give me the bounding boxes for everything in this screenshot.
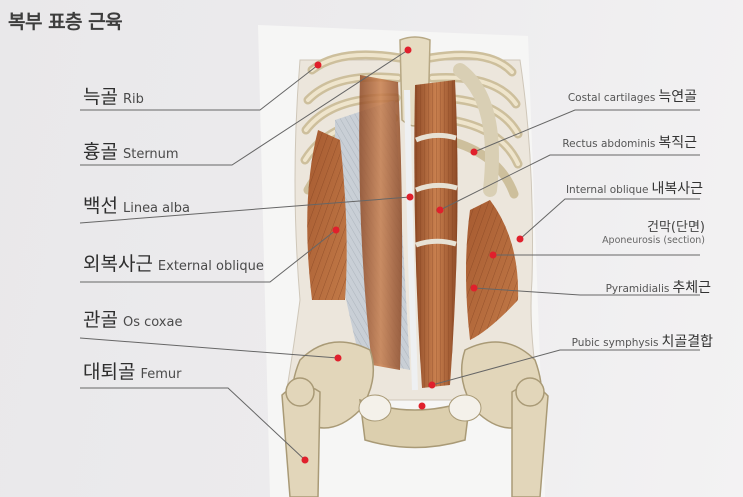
- label-rectus-abdominis-en: Rectus abdominis: [562, 138, 656, 150]
- label-costal-cartilages-ko: 늑연골: [658, 89, 697, 105]
- leader-lines-left: [79, 49, 411, 461]
- label-femur-ko: 대퇴골: [83, 361, 136, 383]
- label-sternum-en: Sternum: [122, 147, 179, 162]
- label-pubic-symphysis-ko: 치골결합: [661, 334, 713, 350]
- label-rib: 늑골 Rib: [83, 82, 144, 109]
- label-markers: [301, 46, 524, 464]
- label-os-coxae: 관골 Os coxae: [83, 305, 182, 332]
- label-sternum: 흉골 Sternum: [83, 137, 179, 164]
- label-external-oblique-en: External oblique: [157, 259, 264, 274]
- label-rib-ko: 늑골: [83, 86, 118, 108]
- label-os-coxae-ko: 관골: [83, 309, 118, 331]
- label-internal-oblique-ko: 내복사근: [651, 181, 703, 197]
- label-pyramidialis-en: Pyramidialis: [605, 283, 670, 295]
- label-femur-en: Femur: [140, 367, 182, 382]
- femur-bones: [281, 377, 549, 497]
- label-sternum-ko: 흉골: [83, 141, 118, 163]
- leader-lines-right: [431, 109, 700, 386]
- label-pubic-symphysis-en: Pubic symphysis: [571, 337, 659, 349]
- label-linea-alba: 백선 Linea alba: [83, 191, 190, 218]
- label-aponeurosis-ko: 건막(단면): [647, 220, 705, 235]
- rectus-abdominis-muscle: [359, 75, 458, 388]
- label-rib-en: Rib: [122, 92, 144, 107]
- label-femur: 대퇴골 Femur: [83, 357, 181, 384]
- label-costal-cartilages-en: Costal cartilages: [567, 92, 656, 104]
- label-external-oblique-ko: 외복사근: [83, 253, 153, 275]
- label-os-coxae-en: Os coxae: [122, 315, 183, 330]
- label-aponeurosis-en: Aponeurosis (section): [602, 235, 705, 246]
- label-rectus-abdominis-ko: 복직근: [658, 135, 697, 151]
- label-internal-oblique-en: Internal oblique: [565, 184, 649, 196]
- label-linea-alba-en: Linea alba: [122, 201, 190, 216]
- label-pyramidialis-ko: 추체근: [672, 280, 711, 296]
- label-external-oblique: 외복사근 External oblique: [83, 249, 264, 276]
- page-title: 복부 표층 근육: [8, 11, 123, 33]
- label-linea-alba-ko: 백선: [83, 195, 118, 217]
- costal-cartilage: [453, 63, 499, 197]
- label-aponeurosis: 건막(단면) Aponeurosis (section): [602, 216, 705, 246]
- linea-alba: [404, 89, 418, 391]
